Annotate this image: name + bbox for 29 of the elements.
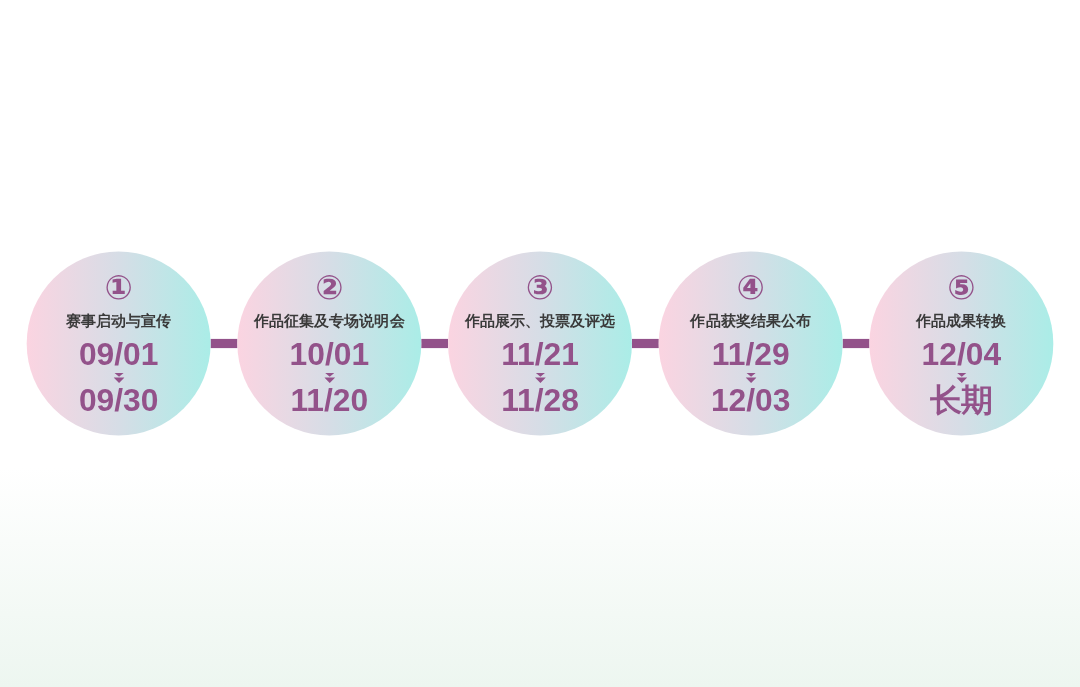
- step-number: ②: [315, 267, 344, 307]
- date-text: 11/20: [290, 382, 369, 418]
- step-number: ④: [736, 267, 765, 307]
- date-text: 10/01: [289, 336, 370, 372]
- milestone-circle: [26, 251, 211, 436]
- step-title: 作品征集及专场说明会: [254, 312, 405, 330]
- date-text: 长期: [929, 382, 994, 418]
- step-number: ③: [525, 267, 555, 307]
- step-number: ①: [104, 267, 133, 307]
- date-text: 11/29: [711, 336, 790, 372]
- step-title: 作品展示、投票及评选: [464, 312, 616, 330]
- connector-bar: [631, 338, 659, 349]
- connector-bar: [210, 338, 238, 349]
- date-text: 11/28: [501, 382, 579, 418]
- milestone-circle: [448, 251, 632, 436]
- milestone-circle: [237, 251, 422, 436]
- step-title: 作品成果转换: [916, 312, 1007, 330]
- date-text: 12/03: [710, 382, 791, 418]
- date-text: 09/01: [78, 336, 159, 372]
- milestone-circle: [869, 251, 1054, 436]
- connector-bar: [421, 338, 449, 349]
- date-text: 12/04: [921, 336, 1002, 372]
- step-number: ⑤: [947, 267, 976, 307]
- step-title: 作品获奖结果公布: [690, 312, 811, 330]
- date-text: 11/21: [501, 336, 579, 372]
- date-text: 09/30: [78, 382, 159, 418]
- connector-bar: [842, 338, 870, 349]
- step-title: 赛事启动与宣传: [66, 312, 172, 330]
- milestone-circle: [658, 251, 843, 436]
